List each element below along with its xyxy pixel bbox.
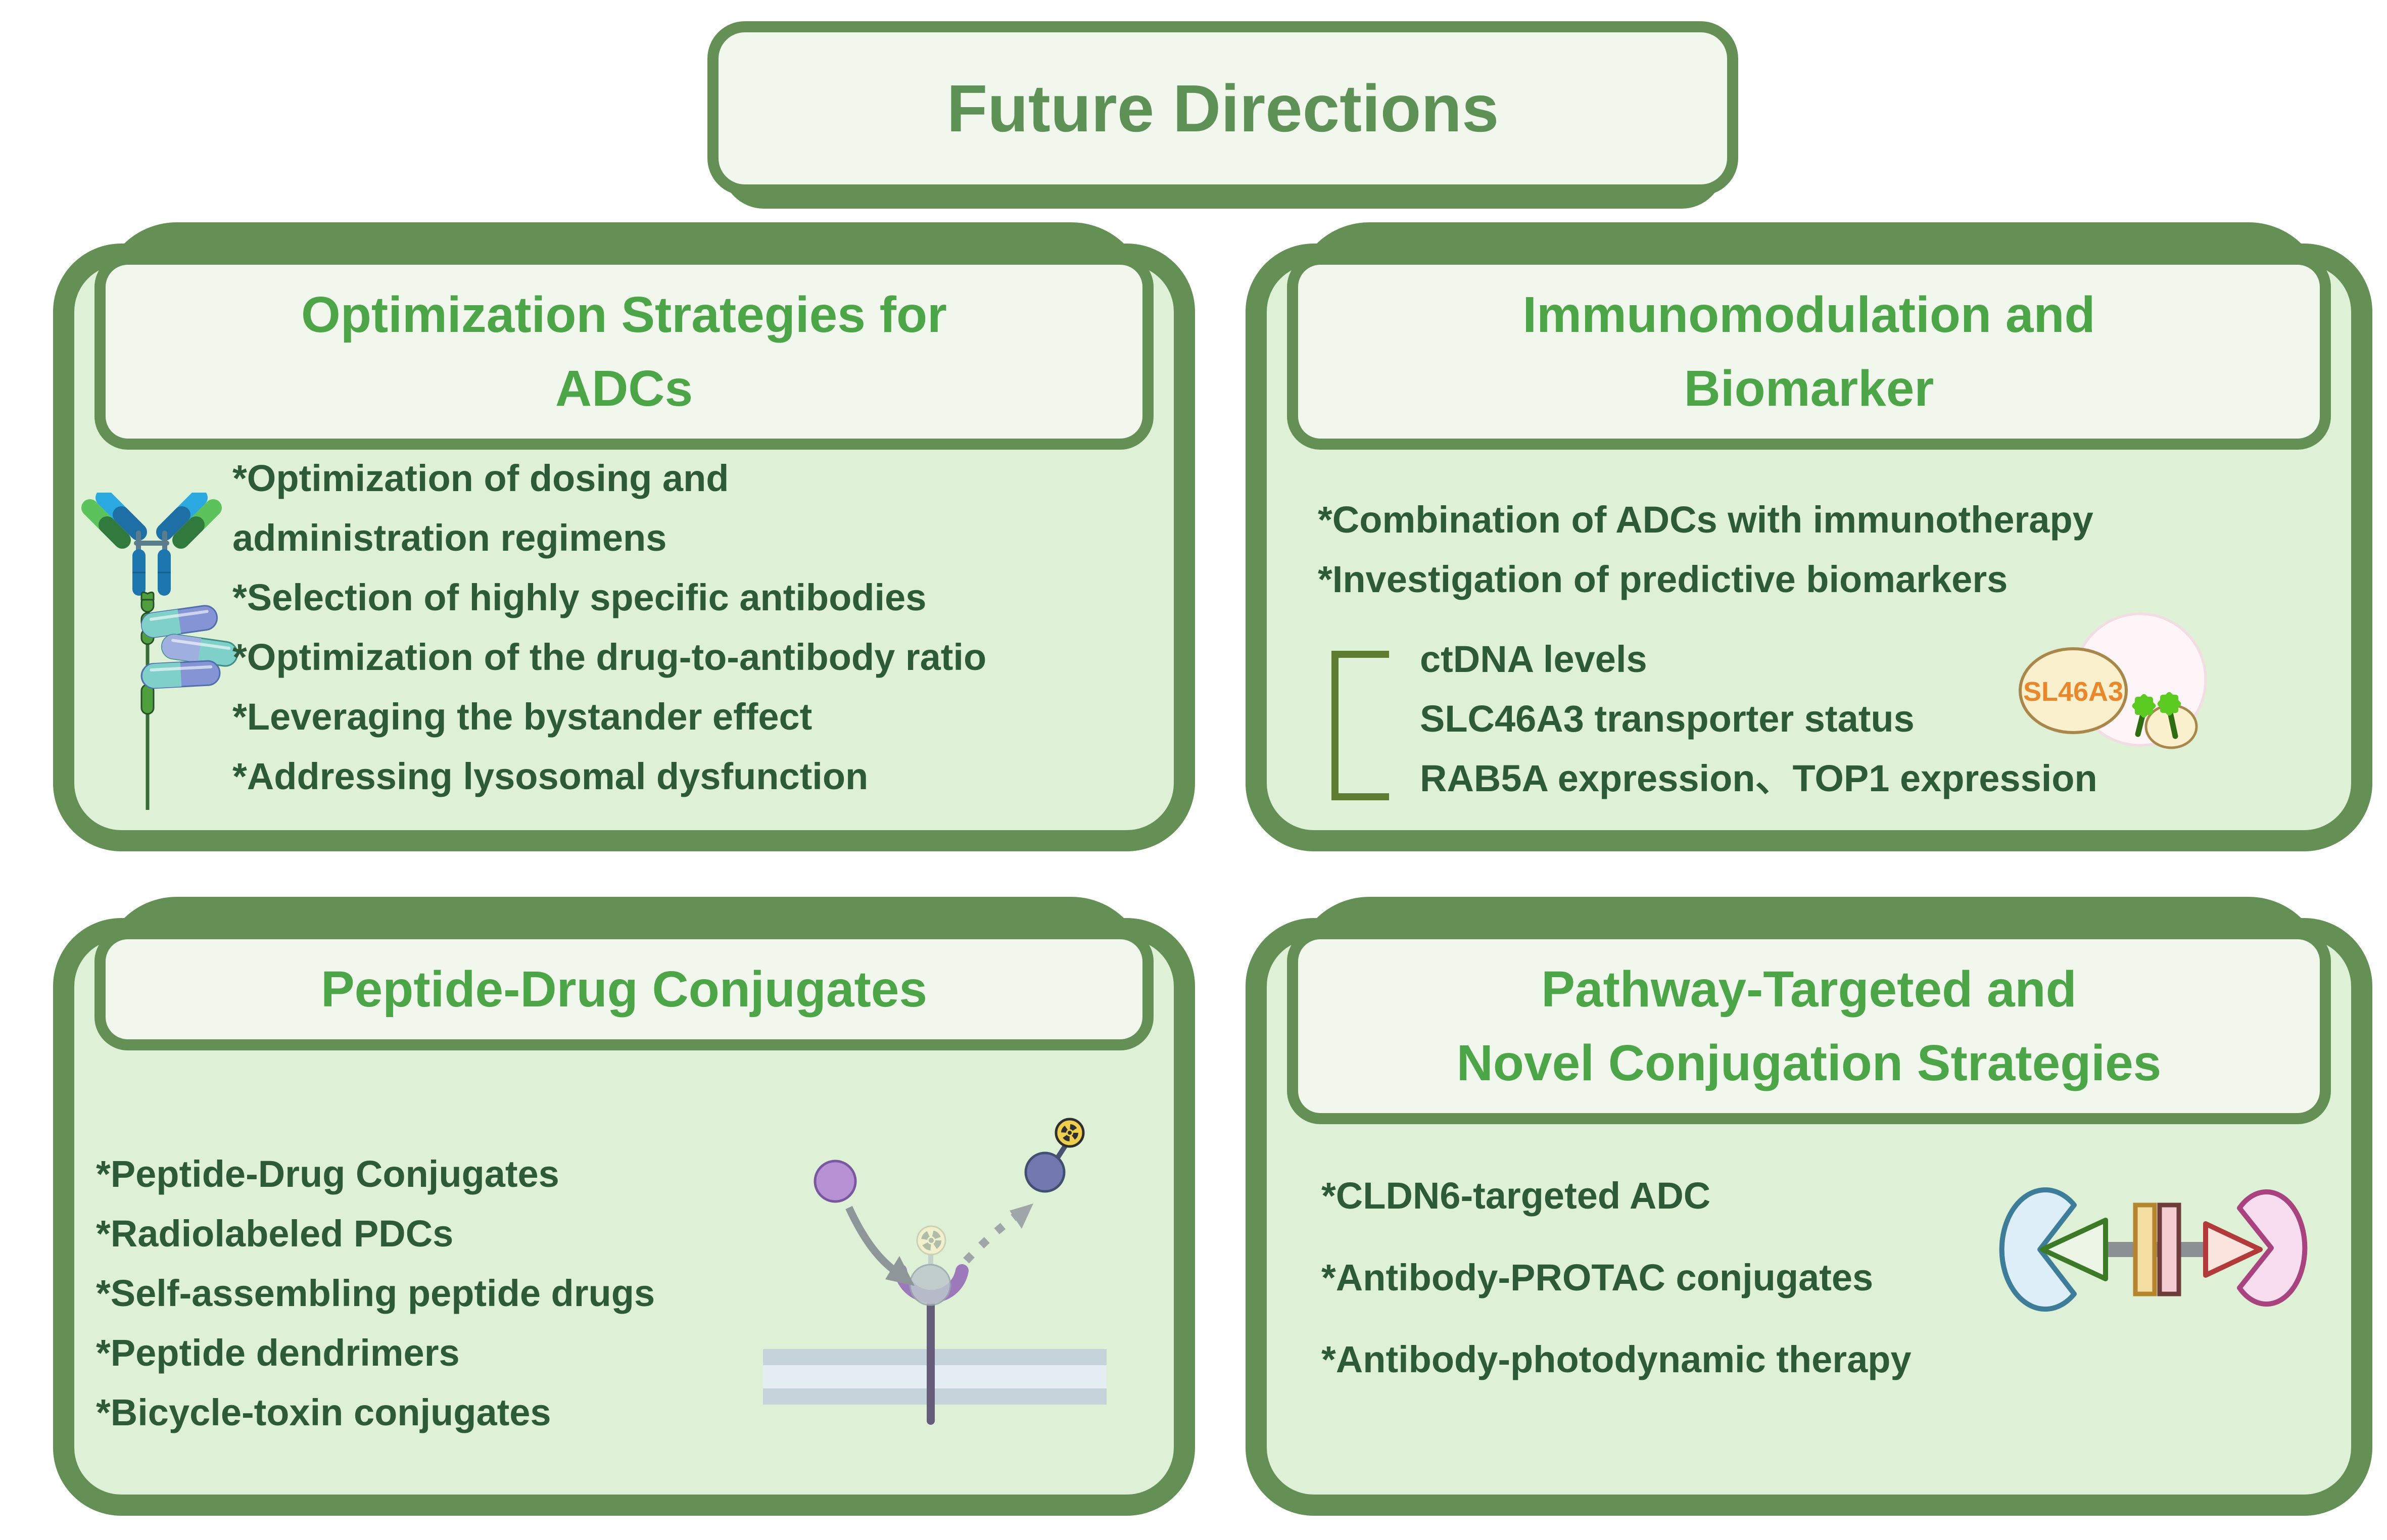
panel-immunomodulation-biomarker: Immunomodulation and Biomarker *Combinat… — [1246, 222, 2372, 851]
linker-block-pink — [2157, 1202, 2181, 1296]
molecule-bursts — [2132, 692, 2181, 718]
page-title: Future Directions — [946, 71, 1499, 146]
list-item: *Optimization of the drug-to-antibody ra… — [232, 636, 987, 678]
linker-block-tan — [2133, 1202, 2157, 1296]
peptide-circle — [814, 1160, 857, 1203]
list-item: *Radiolabeled PDCs — [96, 1213, 454, 1255]
protac-ternary-complex-icon — [1999, 1187, 2308, 1312]
list-item: *CLDN6-targeted ADC — [1321, 1175, 1711, 1217]
antibody-drug-conjugate-icon — [81, 493, 238, 810]
panel-header-immunomodulation: Immunomodulation and Biomarker — [1287, 254, 2331, 450]
binding-arrow — [845, 1206, 915, 1286]
panel-peptide-drug-conjugates: Peptide-Drug Conjugates *Peptide-Drug Co… — [53, 897, 1195, 1516]
release-arrow — [963, 1204, 1033, 1264]
slc46a3-vesicle-icon: SL46A3 — [2019, 612, 2207, 749]
optimization-bullet-list: *Optimization of dosing and administrati… — [232, 449, 1182, 806]
panel-optimization-strategies: Optimization Strategies for ADCs — [53, 222, 1195, 851]
panel-pathway-targeted: Pathway-Targeted and Novel Conjugation S… — [1246, 897, 2372, 1516]
receptor-radioligand-icon — [763, 1118, 1107, 1425]
biomarker-list: ctDNA levels SLC46A3 transporter status … — [1420, 630, 2097, 808]
list-item: *Combination of ADCs with immunotherapy — [1318, 499, 2093, 541]
biomarker-bracket — [1331, 651, 1389, 800]
antibody-fab-arms — [81, 493, 222, 549]
target-protein-shape — [1999, 1187, 2077, 1312]
vesicle-ellipse — [2019, 647, 2128, 734]
immunomodulation-bullet-list: *Combination of ADCs with immunotherapy … — [1318, 490, 2328, 609]
list-item: SLC46A3 transporter status — [1420, 698, 1915, 740]
peptide-bullet-list: *Peptide-Drug Conjugates *Radiolabeled P… — [96, 1144, 803, 1442]
list-item: *Antibody-PROTAC conjugates — [1321, 1257, 1874, 1298]
list-item: *Addressing lysosomal dysfunction — [232, 755, 869, 797]
antibody-fc-trunk — [132, 549, 171, 596]
payload-capsules — [140, 605, 238, 689]
panel-header-optimization: Optimization Strategies for ADCs — [94, 254, 1154, 450]
list-item: *Bicycle-toxin conjugates — [96, 1391, 551, 1433]
list-item: *Optimization of dosing and administrati… — [232, 457, 729, 559]
panel-header-text: Peptide-Drug Conjugates — [320, 961, 928, 1018]
list-item: ctDNA levels — [1420, 638, 1647, 680]
list-item: *Self-assembling peptide drugs — [96, 1272, 655, 1314]
panel-header-peptide: Peptide-Drug Conjugates — [94, 928, 1154, 1050]
list-item: *Peptide dendrimers — [96, 1332, 460, 1374]
list-item: *Leveraging the bystander effect — [232, 696, 813, 738]
panel-header-text: Immunomodulation and Biomarker — [1522, 286, 2095, 417]
panel-header-text: Optimization Strategies for ADCs — [301, 286, 947, 417]
bound-radioligand — [909, 1225, 951, 1306]
pathway-bullet-list: *CLDN6-targeted ADC *Antibody-PROTAC con… — [1321, 1155, 2079, 1401]
panel-header-pathway: Pathway-Targeted and Novel Conjugation S… — [1287, 928, 2331, 1124]
list-item: *Investigation of predictive biomarkers — [1318, 558, 2008, 600]
list-item: *Selection of highly specific antibodies — [232, 576, 927, 618]
list-item: *Antibody-photodynamic therapy — [1321, 1338, 1912, 1380]
list-item: *Peptide-Drug Conjugates — [96, 1153, 559, 1195]
title-card: Future Directions — [707, 21, 1738, 209]
warhead-triangle — [2040, 1218, 2108, 1281]
radiolabeled-conjugate — [1024, 1118, 1085, 1193]
vesicle-label: SL46A3 — [2023, 677, 2123, 707]
e3-ligase-shape — [2237, 1189, 2308, 1307]
title-box: Future Directions — [707, 21, 1738, 196]
panel-header-text: Pathway-Targeted and Novel Conjugation S… — [1456, 961, 2162, 1091]
list-item: RAB5A expression、TOP1 expression — [1420, 757, 2097, 799]
ligase-binder-triangle — [2203, 1221, 2263, 1278]
